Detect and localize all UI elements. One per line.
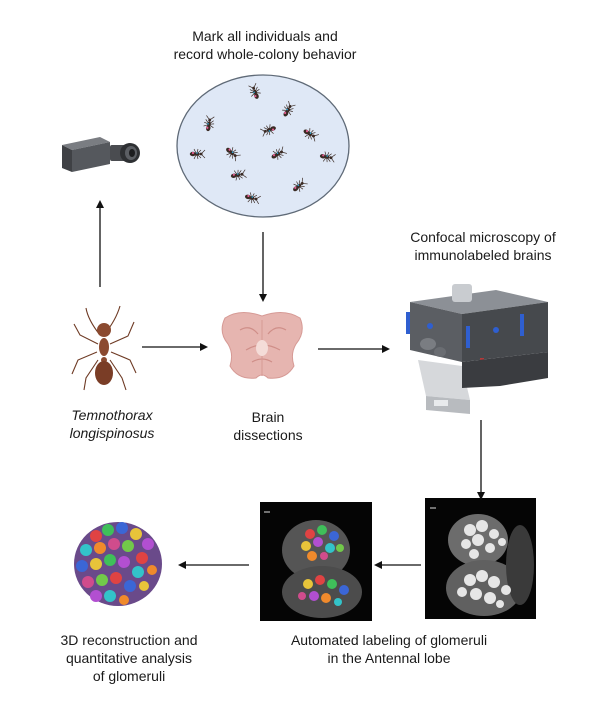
caption-confocal: Confocal microscopy of immunolabeled bra… [388, 228, 578, 264]
brain-icon [221, 312, 303, 379]
caption-dissection-line1: Brain [251, 409, 285, 425]
caption-species-line2: longispinosus [69, 425, 155, 441]
grayscale-antennal-lobe-image [425, 498, 536, 619]
ant-icon [71, 305, 137, 391]
labeled-antennal-lobe-image [260, 502, 372, 621]
caption-reconstruction-line2: quantitative analysis [65, 650, 193, 666]
caption-labeling: Automated labeling of glomeruli in the A… [274, 631, 504, 667]
caption-mark-line2: record whole-colony behavior [173, 46, 357, 62]
caption-labeling-line2: in the Antennal lobe [327, 650, 451, 666]
glomeruli-3d-reconstruction [74, 522, 162, 606]
caption-species-line1: Temnothorax [71, 407, 153, 423]
caption-dissection-line2: dissections [233, 427, 303, 443]
caption-labeling-line1: Automated labeling of glomeruli [290, 632, 488, 648]
caption-mark-line1: Mark all individuals and [192, 28, 338, 44]
caption-reconstruction: 3D reconstruction and quantitative analy… [44, 631, 214, 685]
caption-mark: Mark all individuals and record whole-co… [160, 27, 370, 63]
caption-confocal-line1: Confocal microscopy of [410, 229, 556, 245]
caption-reconstruction-line1: 3D reconstruction and [60, 632, 198, 648]
ant-colony-arena [176, 74, 350, 218]
confocal-microscope-icon [406, 284, 548, 414]
camera-icon [62, 137, 140, 172]
caption-species: Temnothorax longispinosus [52, 406, 172, 442]
caption-confocal-line2: immunolabeled brains [414, 247, 552, 263]
caption-reconstruction-line3: of glomeruli [92, 668, 166, 684]
caption-dissection: Brain dissections [218, 408, 318, 444]
